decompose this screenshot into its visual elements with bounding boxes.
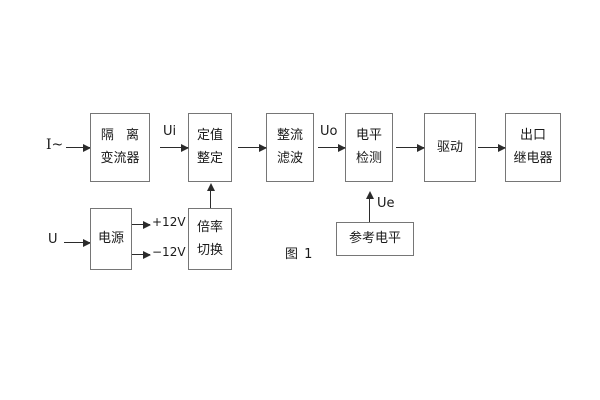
arrow-drive-to-output-relay: [478, 143, 506, 152]
block-multiplier-switch: 倍率 切换: [188, 208, 232, 270]
reference-level-line1: 参考电平: [348, 231, 401, 247]
rectify-filter-line1: 整流: [276, 128, 303, 144]
arrow-reference-to-level-detect: [365, 191, 374, 222]
block-output-relay: 出口 继电器: [505, 113, 561, 182]
arrow-isolation-to-setpoint: [160, 143, 189, 152]
output-relay-line1: 出口: [519, 128, 546, 144]
block-power-supply: 电源: [90, 208, 132, 270]
figure-caption: 图 1: [285, 247, 314, 262]
isolation-transformer-line1: 隔 离: [100, 128, 144, 144]
current-input-label: I~: [46, 137, 64, 153]
block-drive: 驱动: [424, 113, 476, 182]
drive-line1: 驱动: [436, 139, 463, 155]
rail-negative-label: −12V: [152, 245, 186, 259]
voltage-input-label: U: [48, 232, 58, 247]
block-isolation-transformer: 隔 离 变流器: [90, 113, 150, 182]
current-input-arrow: [66, 143, 91, 152]
signal-ue-label: Ue: [377, 196, 395, 211]
setpoint-adjust-line1: 定值: [196, 128, 223, 144]
block-setpoint-adjust: 定值 整定: [188, 113, 232, 182]
level-detect-line1: 电平: [355, 128, 382, 144]
block-rectify-filter: 整流 滤波: [266, 113, 314, 182]
setpoint-adjust-line2: 整定: [196, 151, 223, 166]
isolation-transformer-line2: 变流器: [100, 151, 140, 166]
multiplier-switch-line1: 倍率: [196, 219, 223, 235]
signal-ui-label: Ui: [163, 124, 177, 139]
signal-uo-label: Uo: [320, 124, 338, 139]
arrow-level-to-drive: [396, 143, 425, 152]
multiplier-switch-line2: 切换: [196, 242, 223, 258]
power-supply-line1: 电源: [97, 231, 124, 247]
rail-positive-arrow: [132, 220, 151, 229]
block-level-detect: 电平 检测: [345, 113, 393, 182]
arrow-rectify-to-level: [318, 143, 346, 152]
voltage-input-arrow: [64, 238, 91, 247]
arrow-multiplier-to-setpoint: [206, 183, 215, 208]
rectify-filter-line2: 滤波: [276, 151, 303, 166]
block-reference-level: 参考电平: [336, 222, 414, 256]
rail-positive-label: +12V: [152, 215, 186, 229]
rail-negative-arrow: [132, 250, 151, 259]
level-detect-line2: 检测: [355, 151, 382, 166]
output-relay-line2: 继电器: [513, 151, 553, 166]
arrow-setpoint-to-rectify: [238, 143, 267, 152]
